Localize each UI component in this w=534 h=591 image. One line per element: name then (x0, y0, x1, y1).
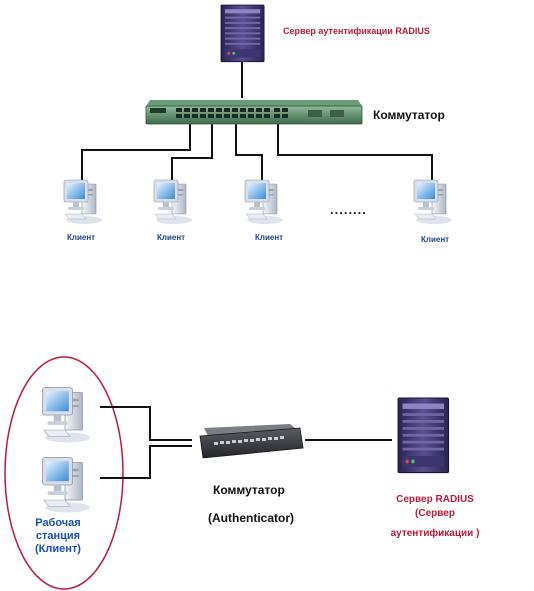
client-cable-2 (171, 118, 213, 180)
client-label: Клиент (67, 233, 96, 242)
more-clients-ellipsis: ........ (330, 202, 367, 217)
switch-label: Коммутатор (213, 483, 285, 497)
radius-server-label: Сервер аутентификации RADIUS (283, 26, 430, 36)
switch-icon (199, 424, 304, 459)
authenticator-label: (Authenticator) (208, 511, 294, 525)
radius-server-icon (397, 397, 450, 474)
computer-icon (413, 179, 453, 225)
switch-label: Коммутатор (373, 108, 445, 122)
client-label: Клиент (157, 233, 186, 242)
client-cable-4 (277, 118, 433, 180)
workstation-label: Рабочая станция (Клиент) (28, 517, 88, 556)
computer-icon (63, 179, 103, 225)
computer-icon (41, 456, 91, 514)
workstation-label-line: Рабочая (35, 517, 81, 529)
client-cable-1 (81, 118, 191, 180)
workstation-label-line: (Клиент) (35, 543, 81, 555)
radius-server-bottom-label: Сервер RADIUS (Сервер аутентификации ) (385, 493, 485, 541)
computer-icon (244, 179, 284, 225)
client-label: Клиент (255, 233, 284, 242)
client-label: Клиент (421, 235, 450, 244)
server-label-line: Сервер RADIUS (396, 494, 474, 505)
workstation-cable-2 (100, 445, 192, 479)
workstation-label-line: станция (35, 530, 81, 542)
workstation-group-ellipse (4, 356, 124, 590)
server-label-line: (Сервер (415, 508, 455, 519)
workstation-cable-1 (100, 406, 192, 441)
radius-server-icon (220, 4, 265, 63)
server-label-line: аутентификации ) (390, 528, 480, 539)
switch-icon (145, 100, 363, 125)
computer-icon (153, 179, 193, 225)
computer-icon (41, 386, 91, 444)
client-cable-3 (235, 118, 263, 180)
